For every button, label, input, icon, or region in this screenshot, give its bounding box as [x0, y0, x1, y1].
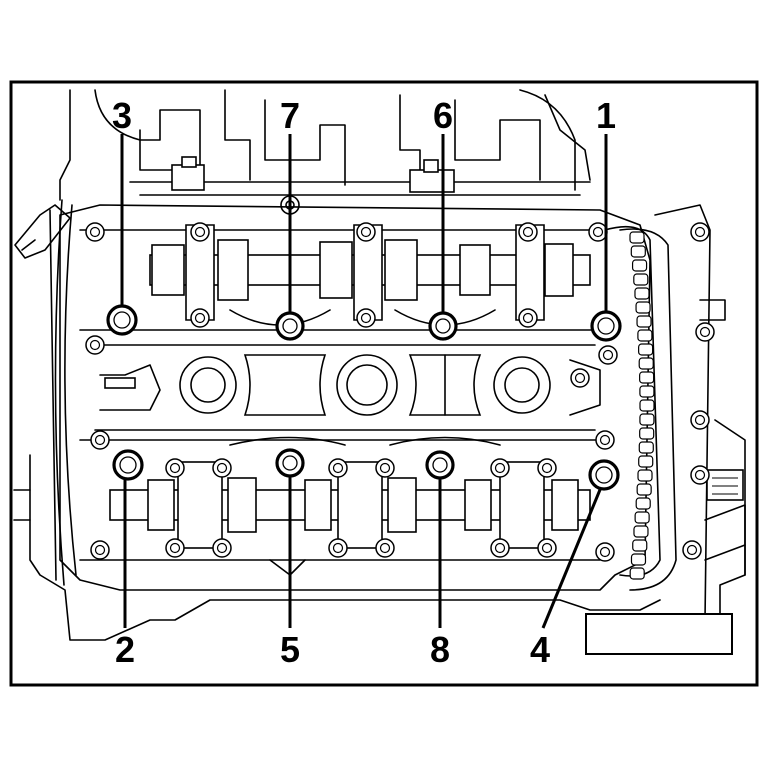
chain-link: [639, 399, 655, 412]
chain-link: [636, 315, 652, 328]
chain-link: [638, 343, 654, 356]
center-section: [94, 344, 601, 431]
cap-bolt: [85, 335, 105, 355]
cap-bolt: [190, 308, 210, 328]
chain-link: [639, 385, 655, 398]
bolt-position-4: [588, 459, 620, 491]
chain-link: [631, 259, 648, 272]
chain-link: [635, 301, 651, 314]
chain-link: [629, 231, 645, 244]
chain-link: [637, 329, 653, 342]
cap-bolt: [375, 538, 395, 558]
cap-bolt: [690, 465, 710, 485]
cap-bolt: [518, 308, 538, 328]
chain-link: [633, 273, 649, 286]
chain-link: [632, 539, 648, 552]
callout-1: 1: [596, 95, 616, 136]
callout-6: 6: [433, 95, 453, 136]
cap-bolt: [90, 540, 110, 560]
cap-bolt: [490, 458, 510, 478]
intake-camshaft: [79, 224, 601, 331]
cap-bolt: [537, 538, 557, 558]
numbered-bolt-positions: [106, 304, 622, 491]
cap-bolt: [570, 368, 590, 388]
callout-7: 7: [280, 95, 300, 136]
leader-line-4: [541, 479, 606, 629]
callout-labels: 1 2 3 4 5 6 7 8: [112, 95, 616, 670]
cap-bolt: [356, 308, 376, 328]
cap-bolt: [490, 538, 510, 558]
chain-link: [639, 413, 655, 426]
chain-link: [639, 427, 655, 440]
cap-bolt: [588, 222, 608, 242]
cap-bolt: [212, 538, 232, 558]
callout-4: 4: [530, 629, 550, 670]
bolt-position-3: [106, 304, 138, 336]
cap-bolt: [90, 430, 110, 450]
timing-chain: [604, 225, 677, 591]
callout-8: 8: [430, 629, 450, 670]
cap-bolt: [85, 222, 105, 242]
callout-leaders: [120, 134, 608, 629]
cap-bolt: [595, 430, 615, 450]
cap-bolt: [328, 538, 348, 558]
cap-bolt: [690, 410, 710, 430]
chain-link: [634, 287, 650, 300]
bolt-position-8: [425, 450, 455, 480]
chain-link: [637, 469, 653, 482]
chain-link: [634, 511, 650, 524]
chain-link: [639, 371, 655, 384]
chain-link: [638, 441, 654, 454]
bolt-position-2: [112, 449, 144, 481]
cap-bolt: [356, 222, 376, 242]
cap-bolt: [518, 222, 538, 242]
chain-link: [635, 497, 651, 510]
cap-bolt: [212, 458, 232, 478]
cap-bolt: [695, 322, 715, 342]
callout-5: 5: [280, 629, 300, 670]
bearing-cap-bolts: [85, 222, 715, 562]
cap-bolt: [595, 542, 615, 562]
exhaust-camshaft: [79, 436, 601, 561]
bolt-position-6: [428, 311, 458, 341]
chain-link: [636, 483, 652, 496]
cap-bolt: [682, 540, 702, 560]
cap-bolt: [328, 458, 348, 478]
chain-link: [630, 245, 646, 258]
bolt-position-1: [590, 310, 622, 342]
cap-bolt: [537, 458, 557, 478]
callout-2: 2: [115, 629, 135, 670]
cap-bolt: [598, 345, 618, 365]
chain-link: [629, 567, 645, 580]
cap-bolt: [190, 222, 210, 242]
reference-code-box: [585, 613, 733, 655]
callout-3: 3: [112, 95, 132, 136]
chain-link: [633, 525, 649, 538]
cap-bolt: [165, 458, 185, 478]
chain-link: [638, 455, 654, 468]
bolt-position-7: [275, 311, 305, 341]
cap-bolt: [375, 458, 395, 478]
bolt-position-5: [275, 448, 305, 478]
cap-bolt: [165, 538, 185, 558]
chain-link: [630, 553, 647, 566]
chain-link: [638, 357, 654, 370]
cap-bolt: [690, 222, 710, 242]
